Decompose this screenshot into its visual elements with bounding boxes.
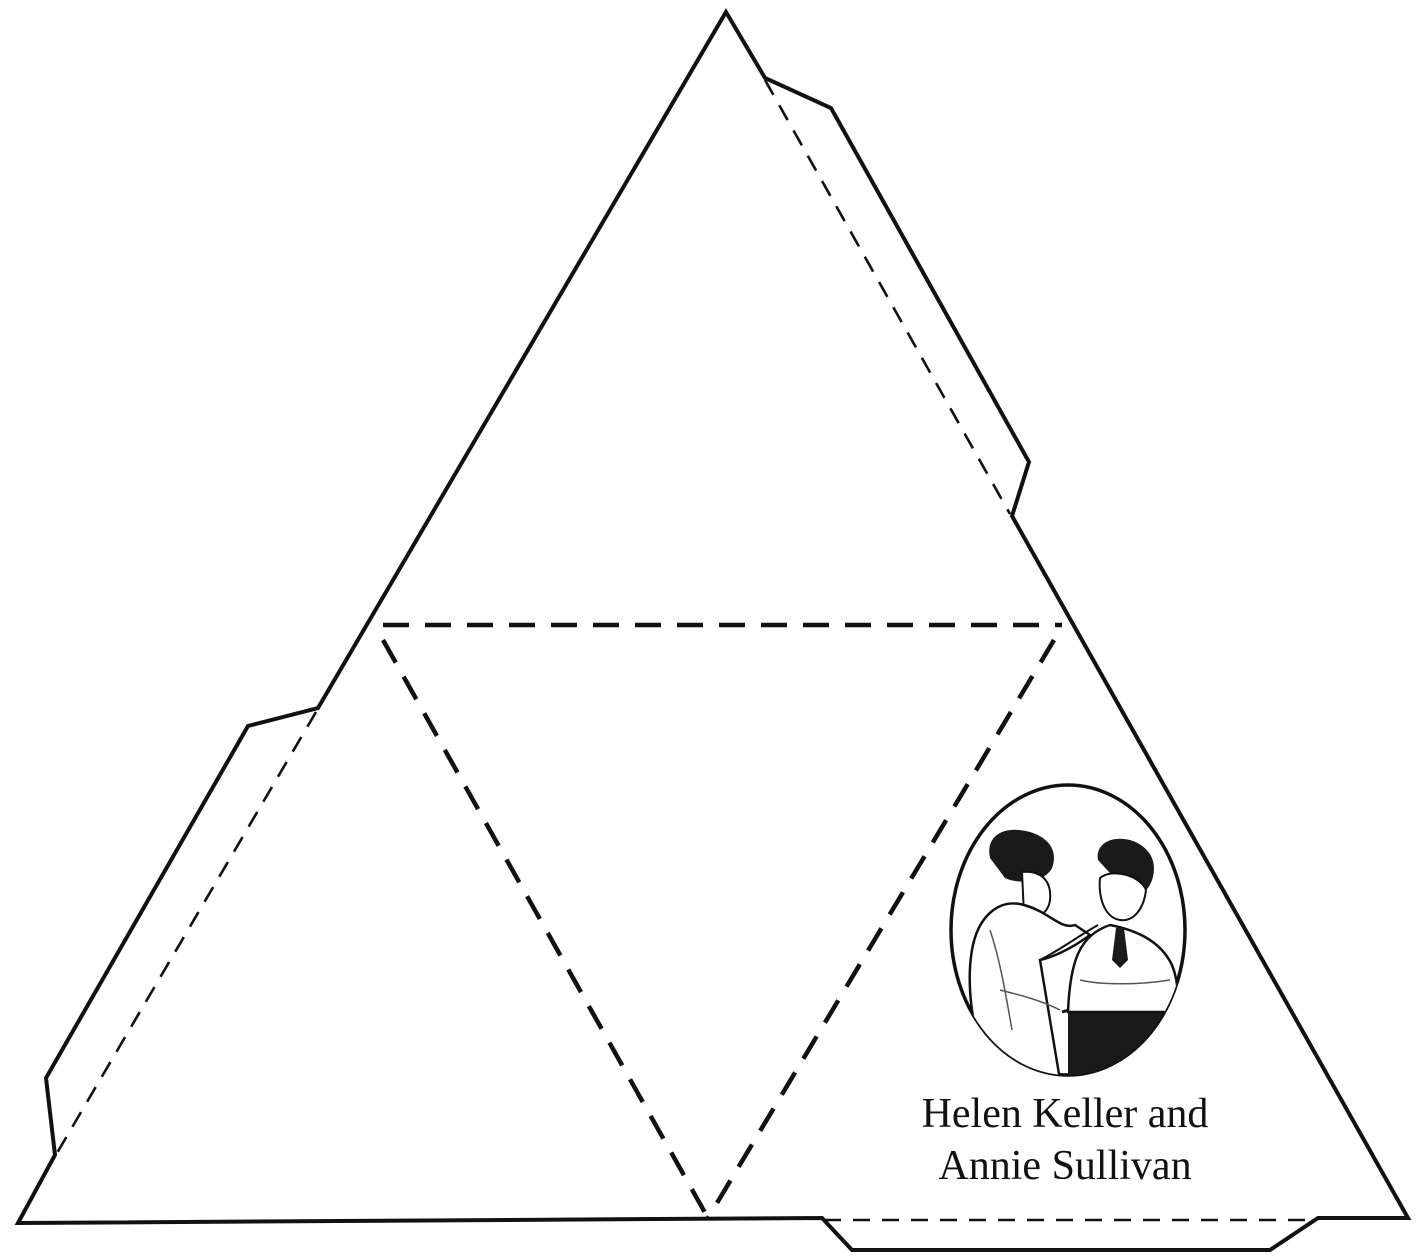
outer-cut-outline [14, 8, 1412, 1252]
portrait-caption-line-2: Annie Sullivan [938, 1143, 1192, 1189]
tab-fold-line-left [55, 711, 318, 1154]
fold-line-right-inner [706, 638, 1056, 1220]
tab-fold-line-top-right [763, 79, 1012, 515]
helen-keller-portrait-image [949, 783, 1187, 1077]
fold-line-left-inner [381, 638, 710, 1220]
portrait-caption-line-1: Helen Keller and [921, 1091, 1209, 1137]
